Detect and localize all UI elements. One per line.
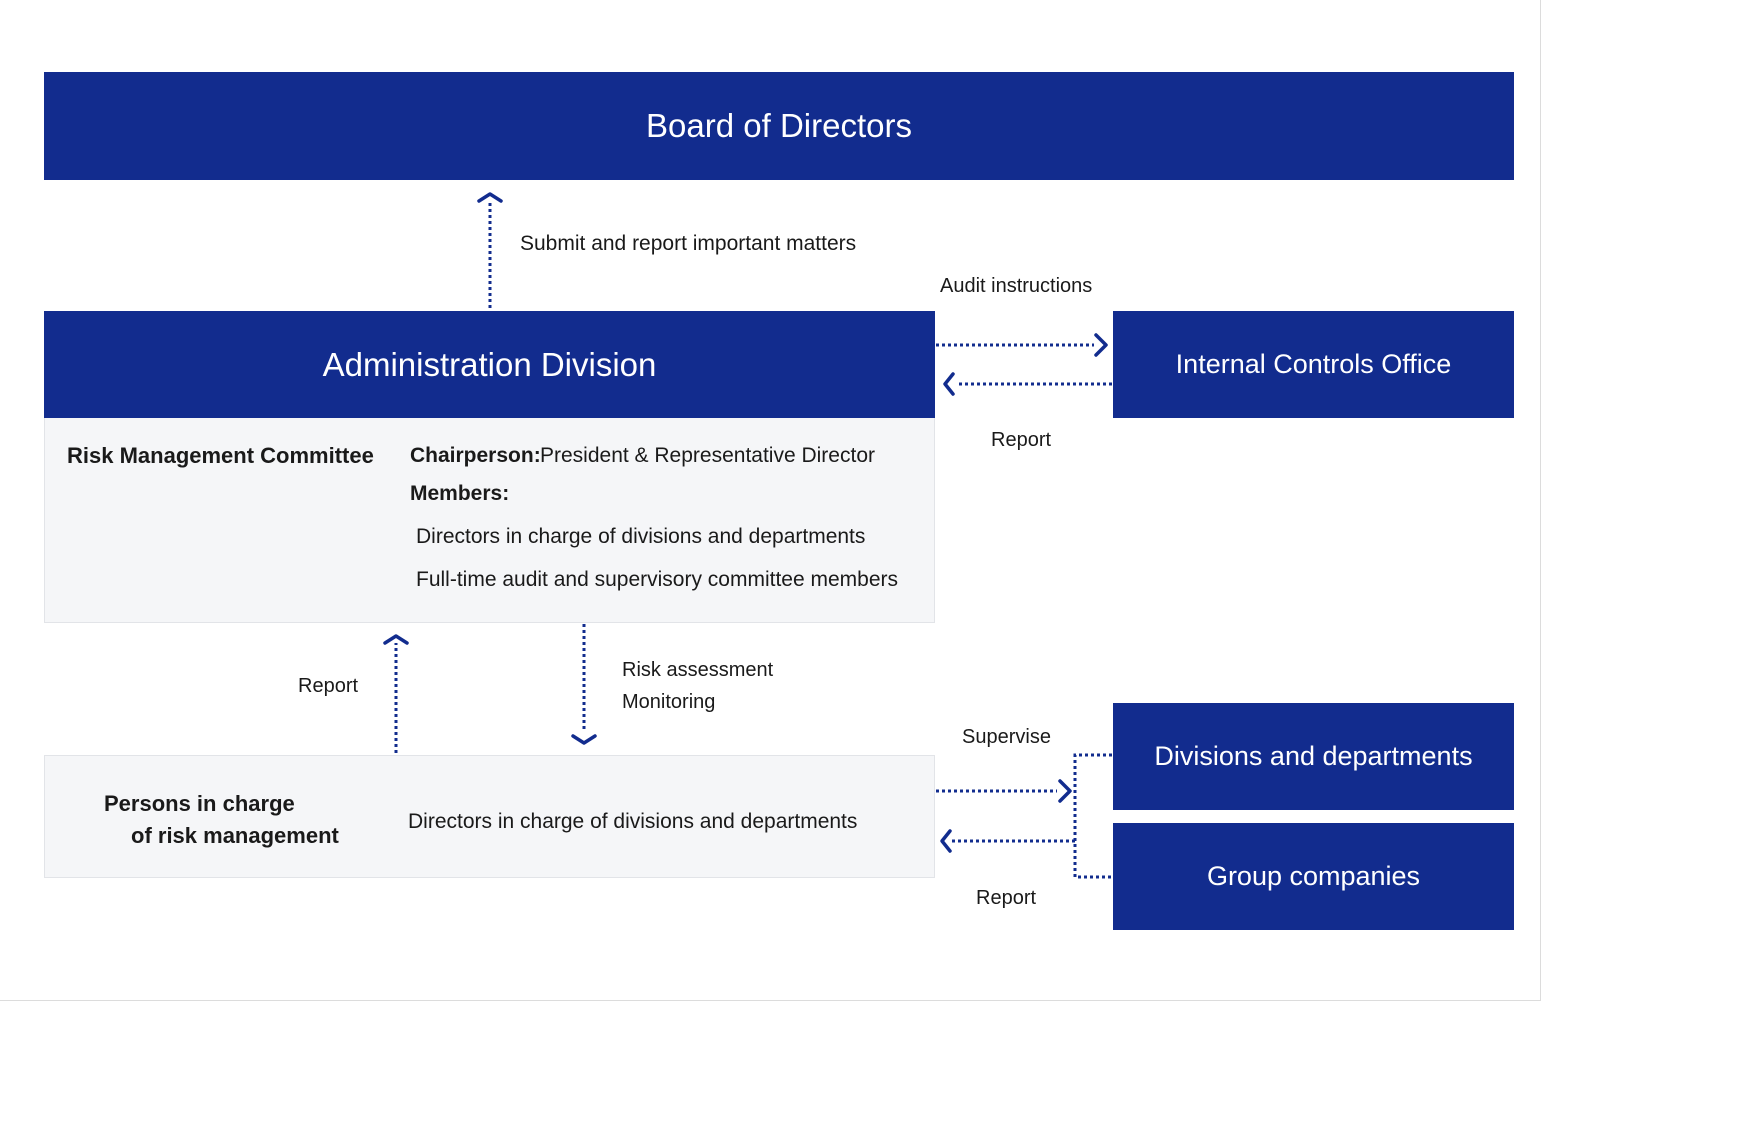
monitoring-label: Monitoring xyxy=(622,691,716,713)
arrowhead-up-report xyxy=(383,634,409,645)
internal-controls-office-title: Internal Controls Office xyxy=(1175,349,1452,379)
arrowhead-right-supervise xyxy=(1058,779,1072,803)
audit-instructions-label: Audit instructions xyxy=(940,275,1093,297)
divisions-departments-title: Divisions and departments xyxy=(1154,741,1473,771)
risk-assessment-label: Risk assessment xyxy=(622,659,774,681)
arrowhead-down-risk xyxy=(571,734,597,745)
arrowhead-left-report-ico xyxy=(943,372,955,396)
group-companies-box: Group companies xyxy=(1113,823,1514,930)
board-of-directors-title: Board of Directors xyxy=(646,107,912,144)
members-label: Members: xyxy=(410,482,510,505)
committee-name: Risk Management Committee xyxy=(67,443,374,468)
divisions-departments-box: Divisions and departments xyxy=(1113,703,1514,810)
supervise-label: Supervise xyxy=(962,726,1051,748)
chairperson-label: Chairperson: xyxy=(410,444,541,467)
administration-division-box: Administration Division xyxy=(44,311,935,418)
board-of-directors-box: Board of Directors xyxy=(44,72,1514,180)
persons-in-charge-panel xyxy=(44,755,935,878)
report-ico-label: Report xyxy=(991,429,1052,451)
bracket-line xyxy=(1073,753,1112,879)
report-divisions-label: Report xyxy=(976,887,1037,909)
arrowhead-right-audit xyxy=(1094,333,1108,357)
diagram-frame xyxy=(0,0,1541,1001)
persons-value: Directors in charge of divisions and dep… xyxy=(408,810,858,833)
member-item: Full-time audit and supervisory committe… xyxy=(416,568,898,591)
submit-report-label: Submit and report important matters xyxy=(520,232,857,255)
risk-management-committee-panel xyxy=(44,418,935,623)
persons-name-line2: of risk management xyxy=(131,823,339,848)
arrowhead-left-report-divisions xyxy=(940,829,952,853)
member-item: Directors in charge of divisions and dep… xyxy=(416,525,866,548)
group-companies-title: Group companies xyxy=(1206,861,1421,891)
administration-division-title: Administration Division xyxy=(322,345,657,383)
persons-name-line1: Persons in charge xyxy=(104,791,295,816)
arrowhead-up-submit xyxy=(477,192,503,203)
chairperson-value: President & Representative Director xyxy=(540,444,875,467)
internal-controls-office-box: Internal Controls Office xyxy=(1113,311,1514,418)
report-up-label: Report xyxy=(298,675,359,697)
